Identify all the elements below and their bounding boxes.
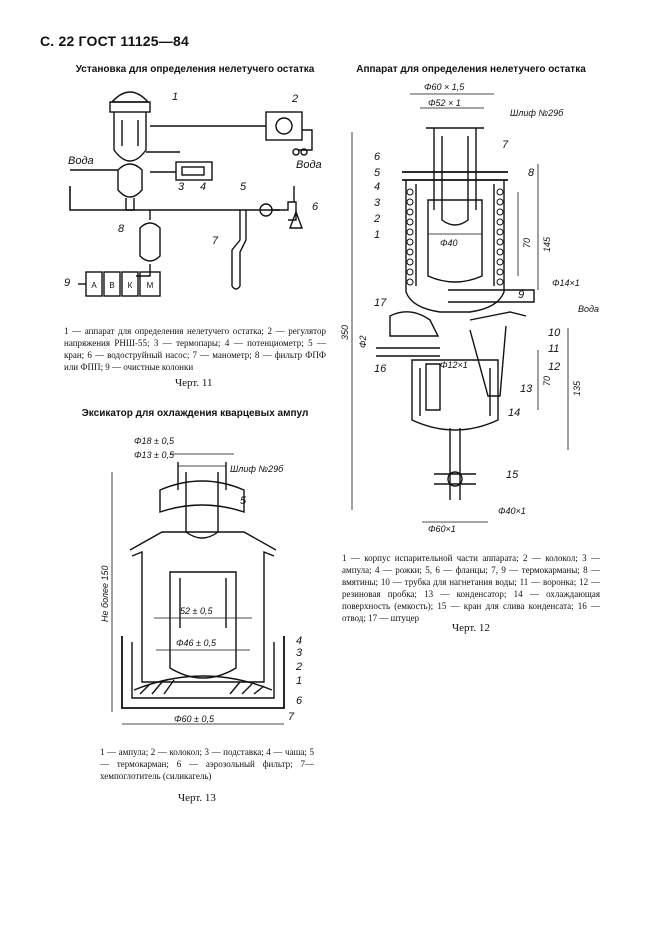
fig11-title: Установка для определения нелетучего ост… — [75, 64, 315, 75]
fig13-dim-d13: Φ13 ± 0,5 — [134, 450, 175, 460]
fig11-caption: 1 — аппарат для определения нелетучего о… — [64, 326, 326, 372]
fig13-dim-h150: Не более 150 — [100, 566, 110, 622]
fig12-dim-d14x1: Φ14×1 — [552, 278, 580, 288]
fig11-callout: 4 — [200, 181, 206, 193]
fig13-callout: 1 — [296, 675, 302, 687]
fig12-callout: 16 — [374, 363, 387, 375]
fig13-drawing: Φ18 ± 0,5 Φ13 ± 0,5 Шлиф №29б 52 ± 0,5 Φ… — [100, 436, 303, 725]
fig11-callout: 6 — [312, 201, 319, 213]
fig11-callout: 1 — [172, 91, 178, 103]
fig13-callout: 3 — [296, 647, 303, 659]
fig12-callout: 13 — [520, 383, 533, 395]
fig13-callout: 2 — [295, 661, 302, 673]
fig12-dim-h70b: 70 — [542, 376, 552, 386]
fig12-callout: 3 — [374, 197, 381, 209]
fig11-column-label: М — [147, 281, 154, 290]
fig12-title: Аппарат для определения нелетучего остат… — [356, 64, 586, 75]
fig12-dim-d12x1: Φ12×1 — [440, 360, 468, 370]
fig12-dim-h70a: 70 — [522, 238, 532, 248]
page-header: С. 22 ГОСТ 11125—84 — [40, 33, 189, 49]
fig12-callout: 4 — [374, 181, 380, 193]
fig13-dim-d46: Φ46 ± 0,5 — [176, 638, 217, 648]
fig11-column-label: К — [128, 281, 133, 290]
fig11-water-out: Вода — [296, 159, 322, 171]
fig13-callout: 5 — [240, 495, 247, 507]
fig12-callout: 14 — [508, 407, 520, 419]
fig11-callout: 9 — [64, 277, 70, 289]
fig11-drawing: 1 2 3 4 5 6 7 8 9 Вода Вода А В К М — [64, 91, 322, 297]
fig12-dim-d52x1: Φ52 × 1 — [428, 98, 461, 108]
fig13-callout: 4 — [296, 635, 302, 647]
fig13-dim-shlif: Шлиф №29б — [230, 464, 284, 474]
fig12-callout: 6 — [374, 151, 381, 163]
fig12-water: Вода — [578, 304, 599, 314]
fig11-water-in: Вода — [68, 155, 94, 167]
fig11-column-label: А — [91, 281, 97, 290]
fig12-callout: 12 — [548, 361, 560, 373]
fig11-callout: 3 — [178, 181, 185, 193]
fig13-callout: 7 — [288, 711, 295, 723]
fig12-callout: 17 — [374, 297, 387, 309]
fig11-callout: 7 — [212, 235, 219, 247]
fig12-drawing: Φ60 × 1,5 Φ52 × 1 Шлиф №29б Φ40 Φ14×1 Φ1… — [340, 82, 599, 534]
fig11-label: Черт. 11 — [175, 377, 213, 389]
fig13-label: Черт. 13 — [178, 792, 216, 804]
fig13-callout: 6 — [296, 695, 303, 707]
fig12-callout: 10 — [548, 327, 561, 339]
fig12-dim-h350: 350 — [340, 325, 350, 340]
fig12-callout: 7 — [502, 139, 509, 151]
fig11-callout: 8 — [118, 223, 125, 235]
fig12-dim-d60x1: Φ60×1 — [428, 524, 456, 534]
fig12-dim-d60x15: Φ60 × 1,5 — [424, 82, 465, 92]
fig12-caption: 1 — корпус испарительной части аппарата;… — [342, 553, 600, 623]
fig12-callout: 2 — [373, 213, 380, 225]
fig12-dim-d40x1: Φ40×1 — [498, 506, 526, 516]
fig13-dim-d60: Φ60 ± 0,5 — [174, 714, 215, 724]
fig12-dim-d40: Φ40 — [440, 238, 458, 248]
fig12-callout: 8 — [528, 167, 535, 179]
fig12-callout: 5 — [374, 167, 381, 179]
fig12-label: Черт. 12 — [452, 622, 490, 634]
fig13-dim-w52: 52 ± 0,5 — [180, 606, 213, 616]
fig12-dim-shlif: Шлиф №29б — [510, 108, 564, 118]
fig12-callout: 9 — [518, 289, 524, 301]
fig12-dim-h145: 145 — [542, 236, 552, 252]
fig13-dim-d18: Φ18 ± 0,5 — [134, 436, 175, 446]
fig11-column-label: В — [109, 281, 114, 290]
fig11-callout: 2 — [291, 93, 298, 105]
fig13-caption: 1 — ампула; 2 — колокол; 3 — подставка; … — [100, 747, 314, 781]
fig12-dim-h135: 135 — [572, 380, 582, 396]
fig12-callout: 11 — [548, 343, 559, 355]
fig11-callout: 5 — [240, 181, 247, 193]
fig12-callout: 1 — [374, 229, 380, 241]
fig13-title: Эксикатор для охлаждения кварцевых ампул — [81, 408, 309, 419]
fig12-dim-d2: Φ2 — [358, 335, 368, 348]
fig12-callout: 15 — [506, 469, 519, 481]
